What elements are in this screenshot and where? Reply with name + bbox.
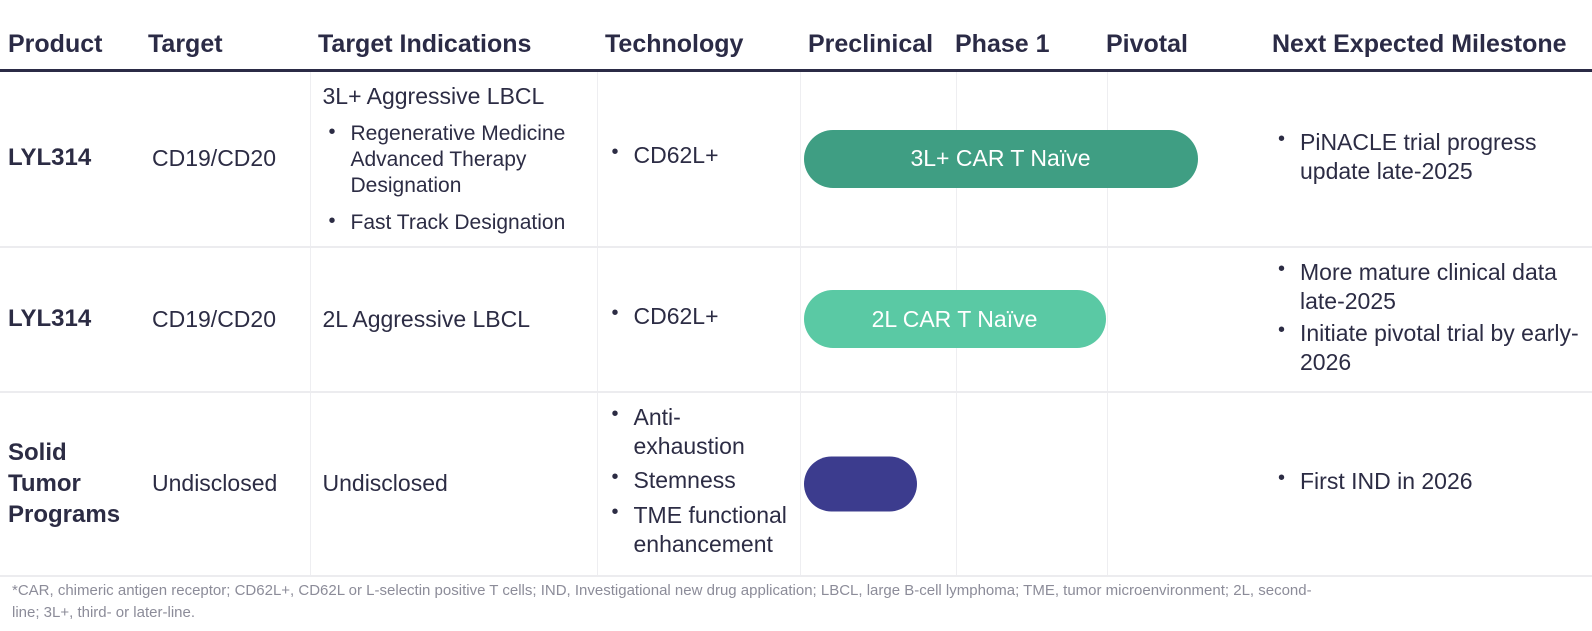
cell-next-expected-milestone: First IND in 2026	[1264, 391, 1592, 577]
list-item: Stemness	[610, 465, 788, 495]
column-header-pivotal: Pivotal	[1106, 0, 1264, 72]
cell-target: CD19/CD20	[140, 70, 311, 248]
stage-pill-2l-car-t-naive[interactable]: 2L CAR T Naïve	[803, 290, 1106, 349]
cell-technology: CD62L+	[597, 70, 801, 248]
column-header-phase-1: Phase 1	[955, 0, 1106, 72]
cell-target: CD19/CD20	[140, 246, 311, 393]
list-item: More mature clinical data late-2025	[1276, 257, 1580, 316]
indication-title: 3L+ Aggressive LBCL	[322, 82, 545, 109]
list-item: TME functional enhancement	[610, 500, 788, 559]
milestone-bullet-list: PiNACLE trial progress update late-2025	[1276, 127, 1580, 186]
column-header-target-label: Target	[148, 29, 223, 58]
table-row: LYL314 CD19/CD20 2L Aggressive LBCL CD62…	[0, 246, 1592, 393]
list-item: PiNACLE trial progress update late-2025	[1276, 127, 1580, 186]
stage-pill-3lplus-car-t-naive[interactable]: 3L+ CAR T Naïve	[803, 129, 1198, 188]
cell-product: LYL314	[0, 246, 140, 393]
column-header-next-expected-milestone-label: Next Expected Milestone	[1272, 29, 1567, 58]
table-row: LYL314 CD19/CD20 3L+ Aggressive LBCL Reg…	[0, 70, 1592, 248]
footnote-abbreviations: *CAR, chimeric antigen receptor; CD62L+,…	[12, 582, 1312, 621]
cell-technology: CD62L+	[597, 246, 801, 393]
column-header-product: Product	[0, 0, 140, 72]
cell-stage-bar-row-2: 2L CAR T Naïve	[800, 246, 1264, 393]
column-header-target-indications-label: Target Indications	[318, 29, 532, 58]
list-item: Regenerative Medicine Advanced Therapy D…	[327, 120, 585, 200]
stage-pill-solid-tumor-preclinical[interactable]	[803, 456, 917, 512]
column-header-technology-label: Technology	[605, 29, 744, 58]
cell-product: LYL314	[0, 70, 140, 248]
list-item: Anti-exhaustion	[610, 402, 788, 461]
stage-column-divider	[955, 392, 957, 575]
cell-product: Solid Tumor Programs	[0, 391, 140, 577]
column-header-phase-1-label: Phase 1	[955, 29, 1050, 58]
table-row: Solid Tumor Programs Undisclosed Undiscl…	[0, 391, 1592, 577]
column-header-pivotal-label: Pivotal	[1106, 29, 1188, 58]
column-header-preclinical: Preclinical	[800, 0, 955, 72]
stage-column-divider	[1106, 247, 1108, 391]
milestone-bullet-list: First IND in 2026	[1276, 466, 1580, 496]
column-header-technology: Technology	[597, 0, 800, 72]
column-header-target: Target	[140, 0, 310, 72]
technology-bullet-list: CD62L+	[610, 301, 788, 331]
cell-stage-bar-row-3	[800, 391, 1264, 577]
column-header-product-label: Product	[8, 29, 103, 58]
list-item: Fast Track Designation	[327, 209, 585, 236]
cell-target-indications: Undisclosed	[310, 391, 598, 577]
list-item: CD62L+	[610, 301, 788, 331]
table-header-row: Product Target Target Indications Techno…	[0, 0, 1592, 72]
list-item: First IND in 2026	[1276, 466, 1580, 496]
column-header-target-indications: Target Indications	[310, 0, 597, 72]
cell-stage-bar-row-1: 3L+ CAR T Naïve	[800, 70, 1264, 248]
cell-target-indications: 2L Aggressive LBCL	[310, 246, 598, 393]
stage-column-divider	[1106, 392, 1108, 575]
cell-target: Undisclosed	[140, 391, 311, 577]
technology-bullet-list: Anti-exhaustion Stemness TME functional …	[610, 402, 788, 559]
indication-bullet-list: Regenerative Medicine Advanced Therapy D…	[323, 120, 585, 236]
technology-bullet-list: CD62L+	[610, 140, 788, 170]
column-header-next-expected-milestone: Next Expected Milestone	[1264, 0, 1592, 72]
milestone-bullet-list: More mature clinical data late-2025 Init…	[1276, 257, 1580, 377]
column-header-preclinical-label: Preclinical	[808, 29, 934, 58]
cell-next-expected-milestone: PiNACLE trial progress update late-2025	[1264, 70, 1592, 248]
list-item: CD62L+	[610, 140, 788, 170]
list-item: Initiate pivotal trial by early-2026	[1276, 318, 1580, 377]
cell-technology: Anti-exhaustion Stemness TME functional …	[597, 391, 801, 577]
cell-target-indications: 3L+ Aggressive LBCL Regenerative Medicin…	[310, 70, 598, 248]
pipeline-table: Product Target Target Indications Techno…	[0, 0, 1592, 577]
cell-next-expected-milestone: More mature clinical data late-2025 Init…	[1264, 246, 1592, 393]
